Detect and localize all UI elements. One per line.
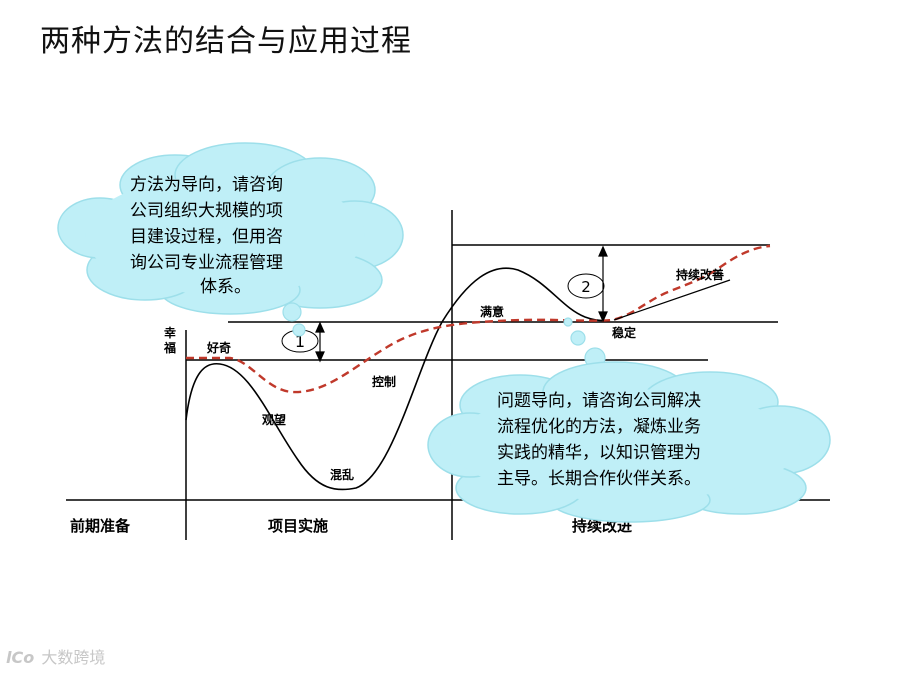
thought-cloud-left: 方法为导向，请咨询 公司组织大规模的项 目建设过程，但用咨 询公司专业流程管理 … bbox=[57, 142, 404, 337]
watermark: lCo 大数跨境 bbox=[6, 644, 105, 668]
improve-arrow-line bbox=[613, 279, 731, 321]
cloud-left-line-3: 目建设过程，但用咨 bbox=[130, 227, 283, 247]
label-stable: 稳定 bbox=[612, 325, 636, 340]
cloud-right-line-4: 主导。长期合作伙伴关系。 bbox=[497, 469, 701, 489]
marker-1-label: 1 bbox=[295, 332, 305, 351]
cloud-right-line-2: 流程优化的方法，凝炼业务 bbox=[497, 417, 701, 437]
phase-implement: 项目实施 bbox=[268, 517, 328, 535]
cloud-right-line-3: 实践的精华，以知识管理为 bbox=[497, 443, 701, 463]
page-title: 两种方法的结合与应用过程 bbox=[40, 24, 412, 59]
label-curious: 好奇 bbox=[206, 340, 231, 355]
watermark-logo: lCo bbox=[6, 648, 35, 667]
double-arrow-1 bbox=[315, 321, 325, 363]
label-satisfied: 满意 bbox=[480, 304, 504, 319]
emotion-curve bbox=[185, 267, 611, 491]
label-chaos: 混乱 bbox=[330, 467, 354, 482]
label-wait: 观望 bbox=[262, 412, 286, 427]
double-arrow-2 bbox=[598, 245, 608, 323]
cloud-left-line-4: 询公司专业流程管理 bbox=[130, 253, 283, 273]
cloud-left-line-5: 体系。 bbox=[200, 277, 251, 297]
watermark-text: 大数跨境 bbox=[41, 648, 106, 667]
improvement-dashed-curve bbox=[186, 244, 771, 394]
y-axis-label-bottom: 福 bbox=[163, 340, 176, 355]
cloud-left-line-2: 公司组织大规模的项 bbox=[130, 201, 283, 221]
label-improve: 持续改善 bbox=[676, 267, 724, 282]
label-control: 控制 bbox=[372, 374, 396, 389]
cloud-right-line-1: 问题导向，请咨询公司解决 bbox=[497, 391, 701, 411]
marker-2: 2 bbox=[567, 273, 605, 299]
cloud-left-line-1: 方法为导向，请咨询 bbox=[130, 175, 283, 195]
phase-prep: 前期准备 bbox=[70, 517, 131, 535]
y-axis-label-top: 幸 bbox=[164, 325, 176, 340]
marker-2-label: 2 bbox=[581, 278, 591, 296]
thought-cloud-right: 问题导向，请咨询公司解决 流程优化的方法，凝炼业务 实践的精华，以知识管理为 主… bbox=[427, 317, 831, 523]
cloud-left-bubbles bbox=[282, 302, 306, 337]
